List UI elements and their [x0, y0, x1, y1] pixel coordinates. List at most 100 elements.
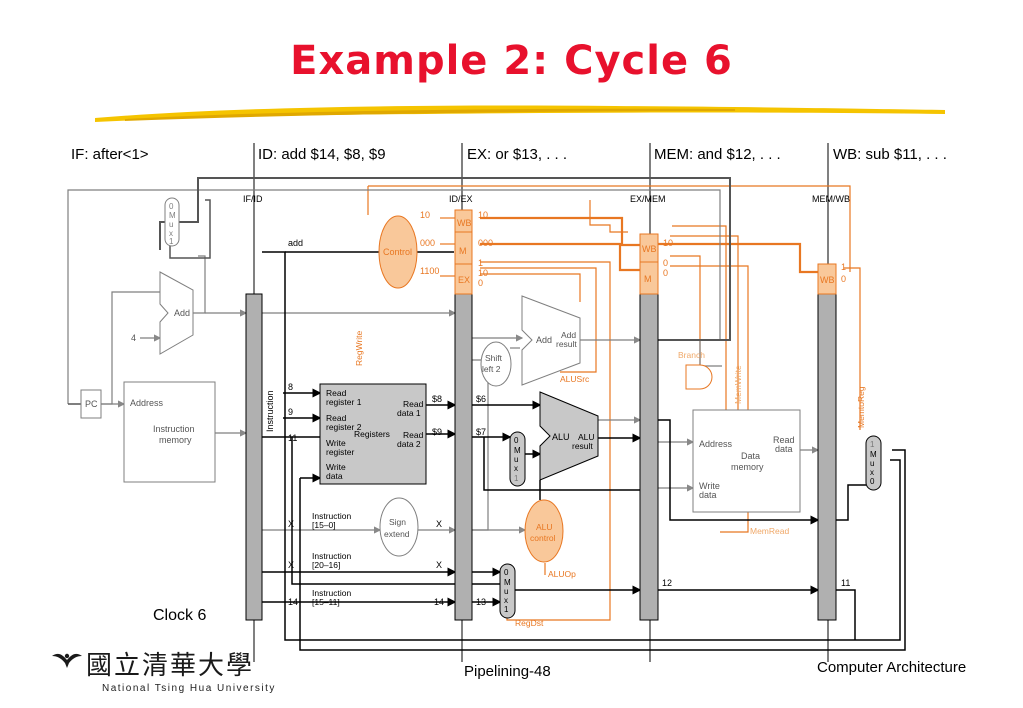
svg-text:register: register [326, 447, 355, 457]
register-number: 14 [434, 597, 444, 607]
idex-register-bar [454, 293, 473, 621]
svg-text:register 2: register 2 [326, 422, 362, 432]
register-number: 13 [476, 597, 486, 607]
register-value: $8 [432, 394, 442, 404]
control-value: 1100 [420, 266, 439, 276]
control-value: 10 [478, 210, 488, 220]
data-memory: Address Read data Data memory Write data [692, 409, 801, 513]
pipeline-register-label: ID/EX [449, 194, 473, 204]
control-value: 0 [663, 258, 668, 268]
dont-care-value: X [288, 560, 294, 570]
svg-text:data 1: data 1 [397, 408, 421, 418]
svg-text:Address: Address [699, 439, 733, 449]
svg-text:Read: Read [326, 388, 347, 398]
svg-text:Control: Control [383, 247, 412, 257]
svg-text:left 2: left 2 [482, 364, 501, 374]
svg-text:u: u [169, 220, 173, 229]
slide-number: Pipelining-48 [464, 663, 551, 680]
register-number: 11 [841, 578, 850, 588]
pipeline-register-label: IF/ID [243, 194, 263, 204]
control-value: 0 [478, 278, 483, 288]
svg-text:1: 1 [514, 474, 519, 483]
branch-adder: Add Add result [521, 295, 581, 386]
register-number: 9 [288, 407, 293, 417]
svg-text:register 1: register 1 [326, 397, 362, 407]
exmem-control-stack [639, 233, 659, 295]
register-number: 14 [288, 597, 298, 607]
control-value: 10 [478, 268, 488, 278]
memread-signal-label: MemRead [750, 526, 789, 536]
control-value: 1 [841, 262, 846, 272]
title-underline-swoosh [95, 105, 945, 122]
svg-text:M: M [169, 211, 176, 220]
svg-text:ALU: ALU [552, 432, 570, 442]
memtoreg-mux: 1 M u x 0 [865, 435, 882, 491]
exmem-register-bar [639, 293, 659, 621]
svg-text:Write: Write [326, 438, 346, 448]
svg-text:PC: PC [85, 399, 98, 409]
svg-text:Read: Read [326, 413, 347, 423]
alu: ALU ALU result [539, 391, 599, 481]
wb-field: WB [642, 244, 657, 254]
svg-text:u: u [504, 587, 508, 596]
branch-and-gate [685, 364, 713, 390]
control-value: 0 [841, 274, 846, 284]
instruction-field-label: Instruction [312, 551, 351, 561]
svg-text:data 2: data 2 [397, 439, 421, 449]
svg-text:1: 1 [504, 605, 509, 614]
svg-text:Shift: Shift [485, 353, 503, 363]
pc-mux: 0 M u x 1 [164, 197, 180, 247]
university-emblem-icon [52, 653, 82, 668]
regdst-signal-label: RegDst [515, 618, 544, 628]
register-value: $6 [476, 394, 486, 404]
pc-register: PC [80, 389, 102, 419]
svg-text:M: M [514, 446, 521, 455]
stage-label-ex: EX: or $13, . . . [467, 146, 568, 163]
ifid-register-bar [245, 293, 263, 621]
svg-text:data: data [775, 444, 793, 454]
sign-extend-unit: Sign extend [379, 497, 419, 557]
svg-text:control: control [530, 533, 556, 543]
svg-text:x: x [514, 464, 518, 473]
svg-text:x: x [870, 468, 874, 477]
svg-text:Write: Write [326, 462, 346, 472]
clock-label: Clock 6 [153, 607, 207, 624]
instruction-memory: Address Instruction memory [123, 381, 216, 483]
register-number: 8 [288, 382, 293, 392]
memwrite-signal-label: MemWrite [733, 365, 743, 404]
svg-text:memory: memory [731, 462, 764, 472]
control-value: 10 [663, 238, 673, 248]
dont-care-value: X [288, 519, 294, 529]
control-value: 10 [420, 210, 430, 220]
control-value: 000 [478, 238, 493, 248]
dont-care-value: X [436, 519, 442, 529]
control-value: 0 [663, 268, 668, 278]
alusrc-signal-label: ALUSrc [560, 374, 590, 384]
svg-text:0: 0 [504, 568, 509, 577]
svg-text:result: result [572, 441, 593, 451]
svg-text:data: data [326, 471, 343, 481]
wb-field: WB [457, 218, 472, 228]
svg-text:result: result [556, 339, 577, 349]
svg-text:x: x [169, 229, 173, 238]
svg-text:1: 1 [870, 440, 875, 449]
constant-four: 4 [131, 333, 136, 343]
pipeline-register-label: MEM/WB [812, 194, 850, 204]
stage-label-id: ID: add $14, $8, $9 [258, 146, 386, 163]
slide-title: Example 2: Cycle 6 [290, 38, 733, 84]
control-value: 1 [478, 258, 483, 268]
pc-adder: Add [159, 271, 194, 355]
stage-label-if: IF: after<1> [71, 146, 149, 163]
regdst-mux: 0 M u x 1 [499, 563, 516, 619]
svg-text:Add: Add [536, 335, 552, 345]
svg-text:u: u [514, 455, 518, 464]
register-number: 11 [288, 433, 297, 443]
course-name: Computer Architecture [817, 659, 967, 676]
register-value: $9 [432, 427, 442, 437]
svg-text:Add: Add [174, 308, 190, 318]
dont-care-value: X [436, 560, 442, 570]
instruction-vertical-label: Instruction [265, 390, 275, 432]
svg-text:memory: memory [159, 435, 192, 445]
m-field: M [459, 246, 467, 256]
m-field: M [644, 274, 652, 284]
